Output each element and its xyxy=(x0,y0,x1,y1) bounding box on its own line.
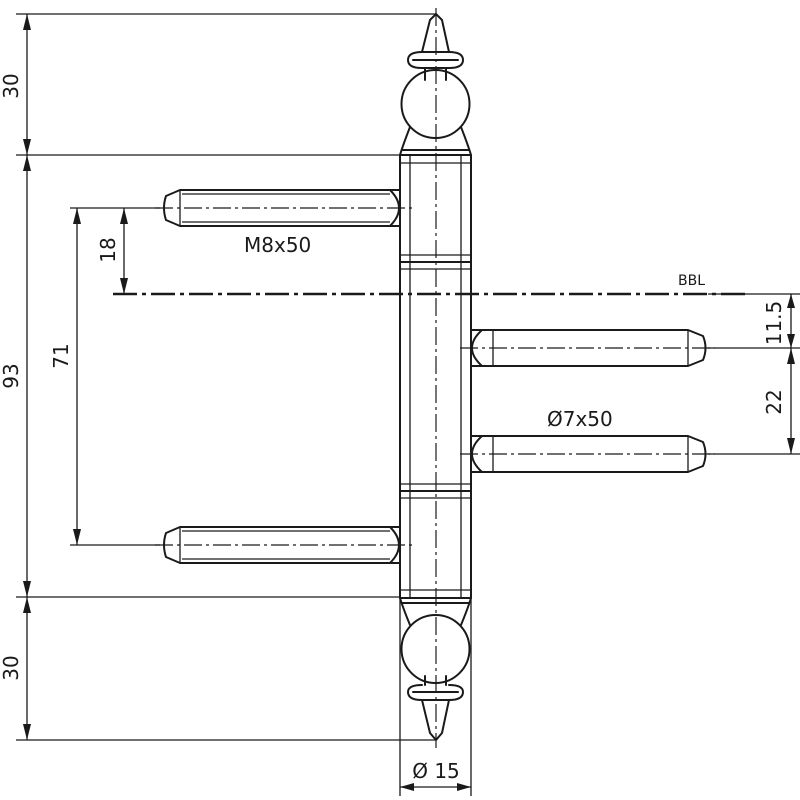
dimension-outer-pin-spacing-value: 71 xyxy=(49,343,73,368)
dimension-top-finial: 30 xyxy=(0,14,31,155)
center-lines xyxy=(155,8,715,748)
dimension-top-pin-to-bbl-value: 18 xyxy=(96,237,120,262)
extension-lines xyxy=(16,13,800,796)
dimension-top-pin-to-bbl: 18 xyxy=(96,208,128,294)
dimension-barrel-diameter-value: Ø 15 xyxy=(412,759,460,783)
dimension-top-finial-value: 30 xyxy=(0,73,23,98)
dimension-inner-pin-spacing: 22 xyxy=(762,348,795,454)
dimension-bbl-to-pin: 11.5 xyxy=(762,294,795,348)
inner-pin-spec-label: Ø7x50 xyxy=(547,407,613,431)
dimension-outer-pin-spacing: 71 xyxy=(49,208,81,545)
dimension-inner-pin-spacing-value: 22 xyxy=(762,389,786,414)
outer-pin-thread-label: M8x50 xyxy=(244,233,311,257)
dimension-bottom-finial-value: 30 xyxy=(0,655,23,680)
dimension-barrel-diameter: Ø 15 xyxy=(400,759,471,791)
dimension-overall-height: 93 xyxy=(0,155,31,597)
bbl-label: BBL xyxy=(678,273,705,289)
dimension-bbl-to-pin-value: 11.5 xyxy=(762,301,786,346)
dimension-overall-height-value: 93 xyxy=(0,363,23,388)
dimension-bottom-finial: 30 xyxy=(0,597,31,740)
